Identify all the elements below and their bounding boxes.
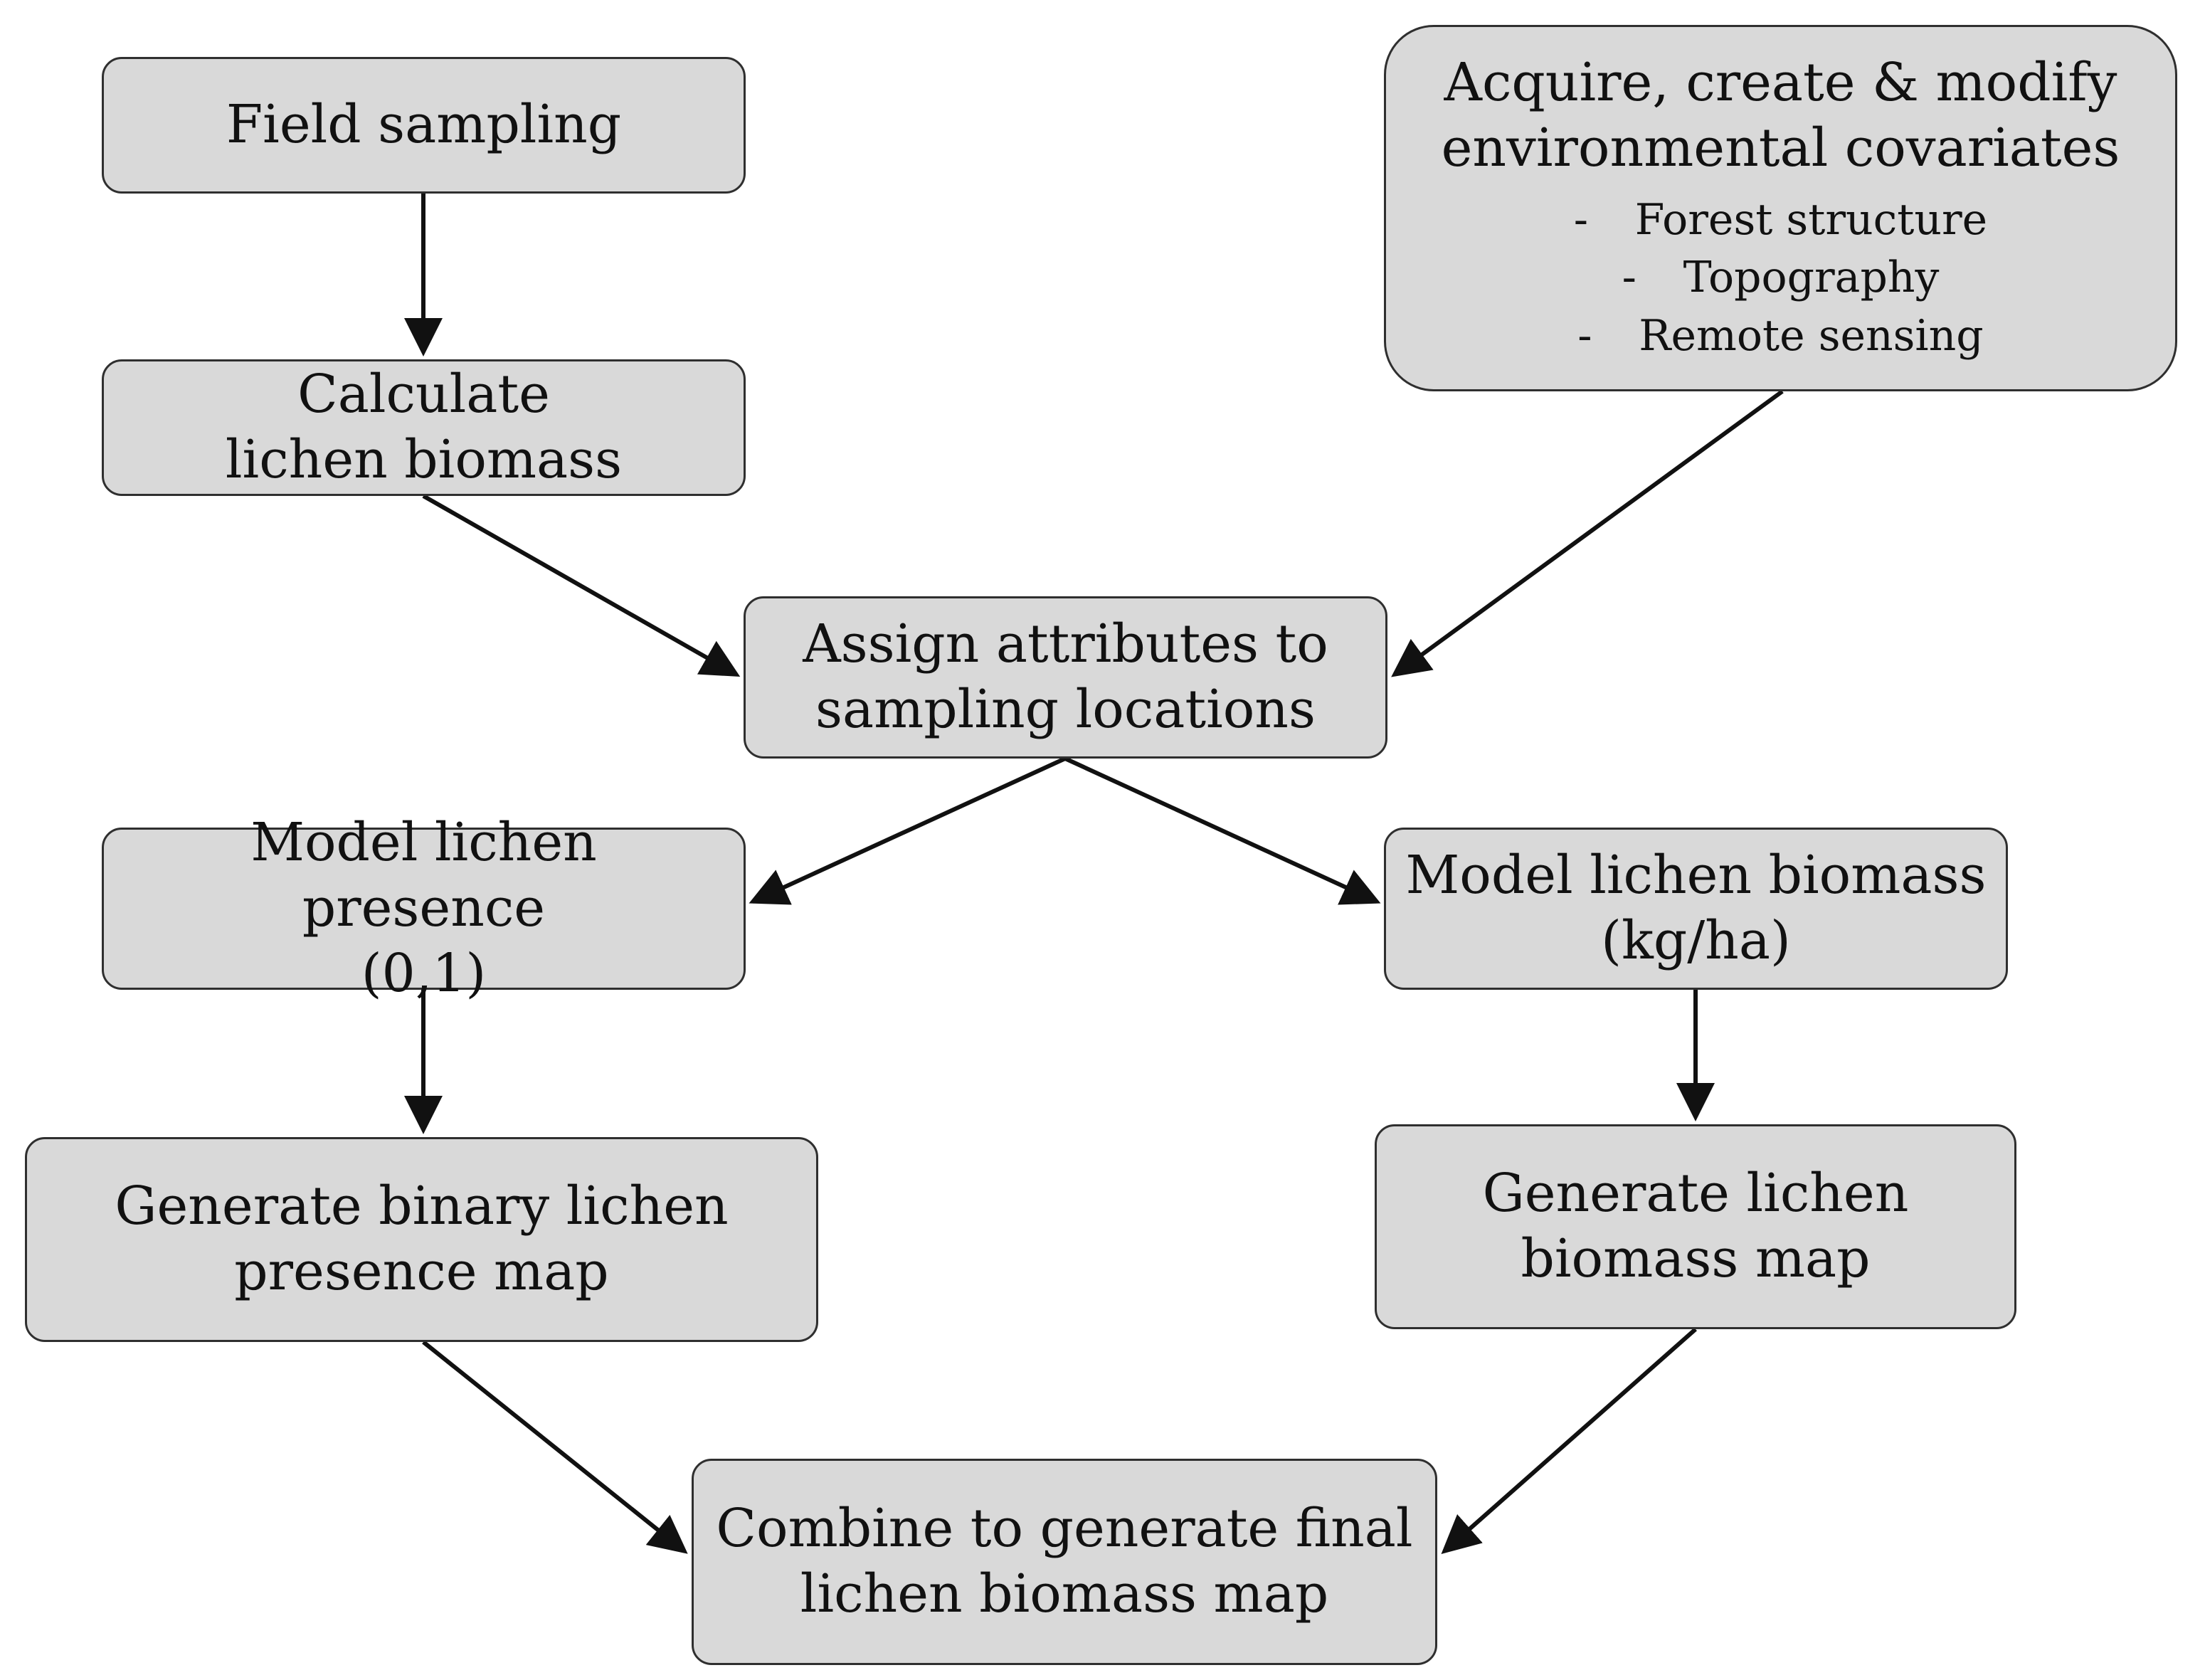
node-model-lichen-presence: Model lichen presence (0,1) (102, 812, 746, 1004)
node-label: Acquire, create & modify environmental c… (1441, 52, 2120, 179)
edge-biomassmap-to-combine (1441, 1327, 1697, 1554)
node-label: Model lichen biomass (kg/ha) (1405, 845, 1987, 971)
node-label: Generate binary lichen presence map (115, 1176, 729, 1302)
node-label: Calculate lichen biomass (225, 364, 623, 490)
node-assign-attributes: Assign attributes to sampling locations (744, 596, 1387, 759)
node-binary-presence-map: Generate binary lichen presence map (25, 1137, 818, 1342)
edge-assign-to-presence (749, 756, 1067, 905)
node-label: Assign attributes to sampling locations (803, 613, 1328, 740)
node-field-sampling: Field sampling (102, 57, 746, 194)
edge-covariates-to-assign (1391, 389, 1784, 677)
edge-calc-to-assign (422, 494, 741, 677)
covariate-label: Topography (1683, 253, 1940, 303)
covariate-label: Remote sensing (1639, 311, 1984, 361)
node-biomass-map: Generate lichen biomass map (1375, 1124, 2016, 1329)
list-bullet: - (1577, 311, 1592, 361)
node-model-lichen-biomass: Model lichen biomass (kg/ha) (1384, 828, 2008, 990)
covariate-label: Forest structure (1634, 194, 1988, 245)
node-label: Field sampling (226, 94, 622, 156)
node-label: Model lichen presence (0,1) (250, 812, 597, 1004)
covariate-item: -Remote sensing (1574, 307, 1987, 366)
covariate-item: -Topography (1574, 249, 1987, 307)
edge-assign-to-biomass (1064, 756, 1381, 905)
list-bullet: - (1622, 253, 1636, 303)
node-label: Combine to generate final lichen biomass… (716, 1498, 1413, 1624)
node-environmental-covariates: Acquire, create & modify environmental c… (1384, 25, 2177, 391)
node-combine-final-map: Combine to generate final lichen biomass… (692, 1459, 1437, 1665)
node-calculate-lichen-biomass: Calculate lichen biomass (102, 359, 746, 496)
covariate-list: -Forest structure -Topography -Remote se… (1574, 191, 1987, 366)
covariate-item: -Forest structure (1574, 191, 1987, 250)
edge-binarymap-to-combine (422, 1340, 688, 1554)
node-label: Generate lichen biomass map (1482, 1163, 1909, 1289)
list-bullet: - (1573, 194, 1589, 245)
